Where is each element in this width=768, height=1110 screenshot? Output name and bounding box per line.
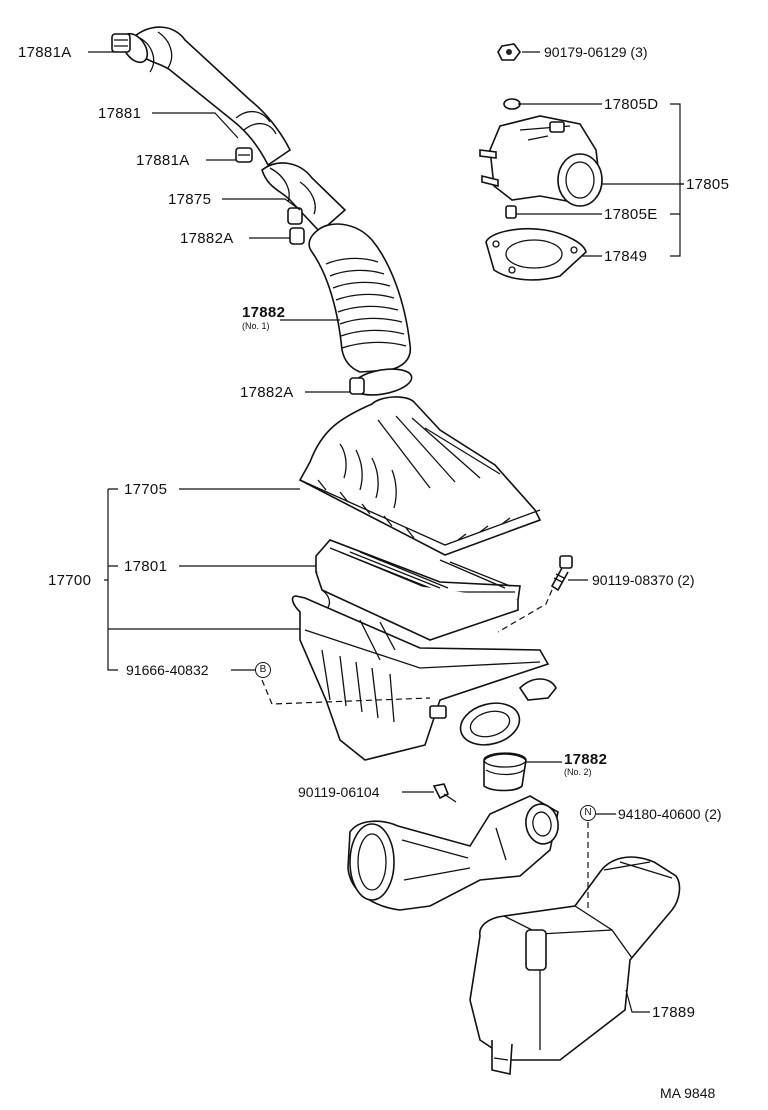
bolt-90119-06104	[432, 783, 457, 803]
bellows-hose-17882-no1	[308, 223, 413, 396]
hose-17882-no2	[483, 752, 527, 792]
callout-90179-06129: 90179-06129 (3)	[544, 44, 648, 60]
callout-17889: 17889	[652, 1004, 696, 1021]
bolt-90119-08370	[550, 555, 573, 592]
callout-17882A-top: 17882A	[180, 230, 234, 247]
callout-90119-06104: 90119-06104	[298, 784, 380, 800]
nut-90179	[497, 43, 521, 61]
marker-n: N	[580, 805, 596, 821]
callout-17705: 17705	[124, 481, 168, 498]
clamp-17881A-mid	[235, 147, 253, 163]
callout-17882-no1: 17882	[242, 304, 286, 321]
lower-intake-duct	[347, 795, 559, 911]
air-filter-element-17801	[315, 539, 521, 641]
callout-17805D: 17805D	[604, 96, 659, 113]
callout-17882-no1-note: (No. 1)	[242, 321, 270, 331]
callout-17801: 17801	[124, 558, 168, 575]
callout-94180-40600: 94180-40600 (2)	[618, 806, 722, 822]
callout-17881: 17881	[98, 105, 142, 122]
leader-lines	[88, 51, 684, 1013]
callout-17882-no2-note: (No. 2)	[564, 767, 592, 777]
air-cleaner-case	[291, 595, 557, 761]
callout-17882A-low: 17882A	[240, 384, 294, 401]
callout-17805E: 17805E	[604, 206, 658, 223]
throttle-body-17805	[479, 98, 603, 219]
callout-91666-40832: 91666-40832	[126, 662, 209, 678]
callout-90119-08370: 90119-08370 (2)	[592, 572, 695, 588]
hose-connector-17875	[261, 162, 347, 245]
callout-17881A-mid: 17881A	[136, 152, 190, 169]
resonator-17889	[469, 856, 681, 1075]
reference-code: MA 9848	[660, 1085, 716, 1101]
marker-b: B	[255, 662, 271, 678]
air-cleaner-cap-17705	[298, 396, 542, 556]
intake-hose-17881	[121, 26, 292, 167]
clamp-17881A-top	[111, 33, 131, 53]
gasket-17849	[485, 227, 587, 281]
callout-17882-no2: 17882	[564, 751, 608, 768]
callout-17805: 17805	[686, 176, 730, 193]
callout-17700: 17700	[48, 572, 92, 589]
callout-17849: 17849	[604, 248, 648, 265]
callout-17881A-top: 17881A	[18, 44, 72, 61]
callout-17875: 17875	[168, 191, 212, 208]
